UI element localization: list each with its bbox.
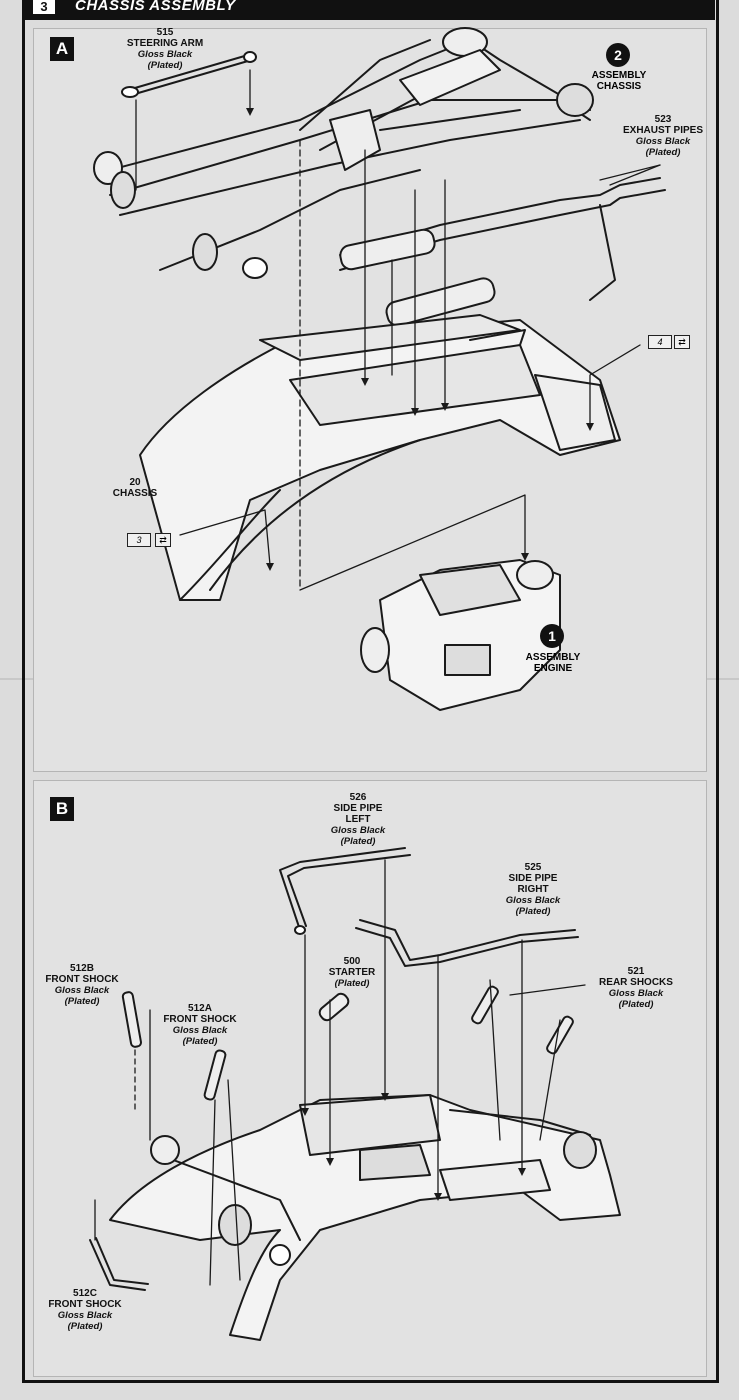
part-number: 20 — [129, 477, 141, 488]
part-finish: Gloss Black — [505, 895, 561, 906]
label-rear-shocks: 521 REAR SHOCKS Gloss Black (Plated) — [590, 966, 682, 1010]
label-assembly-engine: ASSEMBLY ENGINE — [518, 652, 588, 674]
part-name: SIDE PIPE — [508, 873, 558, 884]
part-plating: (Plated) — [147, 60, 183, 71]
assembly-1-badge: 1 — [540, 624, 564, 648]
step-number: 3 — [33, 0, 55, 14]
part-plating: (Plated) — [618, 999, 654, 1010]
label-exhaust-pipes: 523 EXHAUST PIPES Gloss Black (Plated) — [613, 114, 713, 158]
part-name-side: RIGHT — [517, 884, 549, 895]
part-number: 523 — [654, 114, 672, 125]
front-shock-b-part — [121, 991, 142, 1048]
part-finish: Gloss Black — [608, 988, 664, 999]
label-front-shock-c: 512C FRONT SHOCK Gloss Black (Plated) — [40, 1288, 130, 1332]
frame-right — [716, 0, 719, 1382]
part-finish: Gloss Black — [635, 136, 691, 147]
part-plating: (Plated) — [334, 978, 370, 989]
label-assembly-chassis: ASSEMBLY CHASSIS — [584, 70, 654, 92]
part-name: REAR SHOCKS — [599, 977, 673, 988]
part-finish: Gloss Black — [54, 985, 110, 996]
part-name: STEERING ARM — [126, 38, 204, 49]
part-finish: Gloss Black — [330, 825, 386, 836]
part-plating: (Plated) — [340, 836, 376, 847]
ref-step-3-icon: 3 — [127, 533, 151, 547]
part-name: SIDE PIPE — [333, 803, 383, 814]
part-number: 521 — [627, 966, 645, 977]
part-number: 515 — [156, 27, 174, 38]
part-number: 512A — [188, 1003, 212, 1014]
step-header: 3 CHASSIS ASSEMBLY — [25, 0, 715, 20]
flip-arrows-icon: ⇄ — [674, 335, 690, 349]
part-plating: (Plated) — [182, 1036, 218, 1047]
ref-step-4-icon: 4 — [648, 335, 672, 349]
part-name-side: LEFT — [345, 814, 371, 825]
panel-b — [33, 780, 707, 1377]
exhaust-pipes-part — [339, 177, 666, 327]
side-pipe-left-part — [279, 847, 411, 935]
part-number: 512C — [73, 1288, 97, 1299]
part-plating: (Plated) — [64, 996, 100, 1007]
part-plating: (Plated) — [515, 906, 551, 917]
part-plating: (Plated) — [67, 1321, 103, 1332]
part-name: EXHAUST PIPES — [622, 125, 704, 136]
part-number: 526 — [349, 792, 367, 803]
starter-part — [318, 992, 350, 1022]
steering-arm-part — [121, 51, 257, 98]
assembly-2-badge: 2 — [606, 43, 630, 67]
label-starter: 500 STARTER (Plated) — [312, 956, 392, 989]
assembly-arrows — [135, 69, 661, 591]
part-number: 525 — [524, 862, 542, 873]
panel-b-letter: B — [50, 797, 74, 821]
label-front-shock-a: 512A FRONT SHOCK Gloss Black (Plated) — [153, 1003, 247, 1047]
part-finish: Gloss Black — [172, 1025, 228, 1036]
part-name: STARTER — [328, 967, 376, 978]
front-shock-a-part — [203, 1049, 227, 1101]
label-steering-arm: 515 STEERING ARM Gloss Black (Plated) — [115, 27, 215, 71]
frame-left — [22, 0, 25, 1382]
part-name: FRONT SHOCK — [48, 1299, 122, 1310]
label-chassis: 20 CHASSIS — [100, 477, 170, 499]
assembly-arrows-b — [94, 859, 586, 1286]
label-front-shock-b: 512B FRONT SHOCK Gloss Black (Plated) — [42, 963, 122, 1007]
side-pipe-right-part — [355, 919, 579, 967]
assembly-line1: ASSEMBLY — [525, 652, 581, 663]
chassis-assembly-b — [109, 1094, 621, 1341]
part-name: CHASSIS — [112, 488, 158, 499]
flip-arrows-icon: ⇄ — [155, 533, 171, 547]
part-plating: (Plated) — [645, 147, 681, 158]
part-finish: Gloss Black — [57, 1310, 113, 1321]
part-number: 500 — [343, 956, 361, 967]
assembly-line1: ASSEMBLY — [591, 70, 647, 81]
assembly-line2: ENGINE — [533, 663, 573, 674]
part-finish: Gloss Black — [137, 49, 193, 60]
label-side-pipe-right: 525 SIDE PIPE RIGHT Gloss Black (Plated) — [493, 862, 573, 917]
step-title: CHASSIS ASSEMBLY — [75, 0, 236, 14]
part-name: FRONT SHOCK — [45, 974, 119, 985]
part-name: FRONT SHOCK — [163, 1014, 237, 1025]
part-number: 512B — [70, 963, 94, 974]
frame-bottom — [22, 1380, 719, 1383]
label-side-pipe-left: 526 SIDE PIPE LEFT Gloss Black (Plated) — [318, 792, 398, 847]
engine-part — [360, 559, 561, 711]
assembly-line2: CHASSIS — [596, 81, 642, 92]
front-shock-c-part — [89, 1237, 149, 1291]
panel-a-letter: A — [50, 37, 74, 61]
